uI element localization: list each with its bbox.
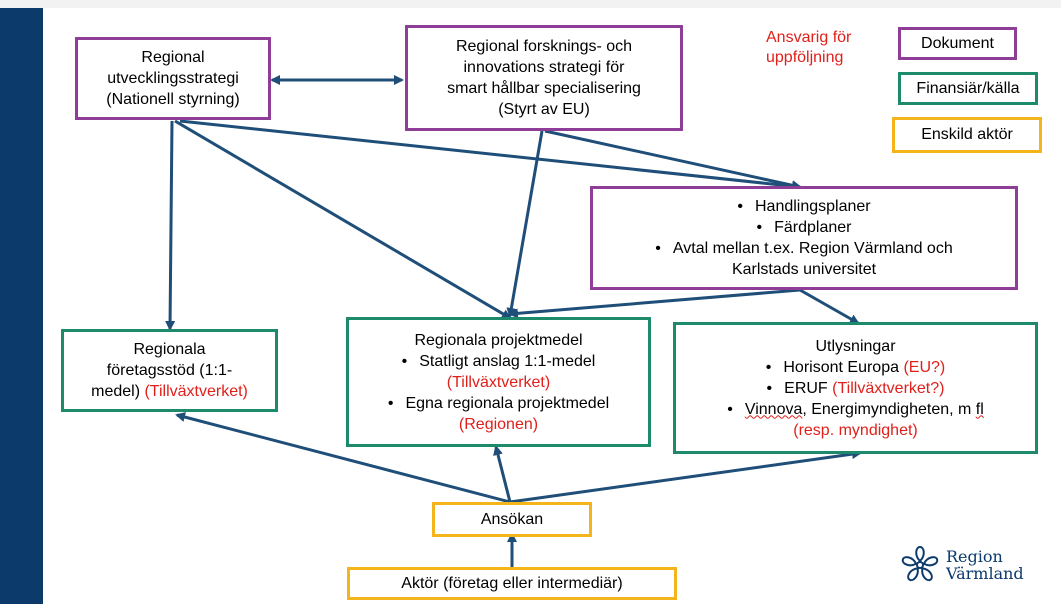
box-regional-project-funds: Regionala projektmedel Statligt anslag 1… — [346, 317, 651, 447]
calls-item-2-responsible: (Tillväxtverket?) — [832, 379, 945, 397]
legend-actor: Enskild aktör — [892, 117, 1042, 153]
arrow-application-project — [493, 445, 512, 503]
support-line2: företagsstöd (1:1- — [106, 362, 233, 379]
project-item-2-responsible: (Regionen) — [458, 415, 539, 433]
calls-item-1-responsible: (EU?) — [903, 358, 946, 376]
legend-financier: Finansiär/källa — [898, 72, 1038, 105]
research-line1: Regional forsknings- och — [455, 38, 633, 55]
plans-item-1: Handlingsplaner — [737, 196, 871, 217]
arrow-strategy-support — [165, 120, 176, 331]
box-calls: Utlysningar Horisont Europa (EU?) ERUF (… — [673, 322, 1038, 454]
arrow-research-plans — [544, 129, 802, 191]
arrow-research-project — [506, 130, 544, 318]
calls-item-2: ERUF (Tillväxtverket?) — [767, 378, 945, 399]
calls-item-3-fl: fl — [975, 400, 984, 418]
box-regional-business-support: Regionala företagsstöd (1:1- medel) (Til… — [61, 329, 278, 412]
calls-item-1: Horisont Europa (EU?) — [766, 357, 945, 378]
box-regional-development-strategy: Regional utvecklingsstrategi (Nationell … — [75, 37, 271, 120]
arrow-strategy-plans — [179, 119, 802, 192]
calls-item-3-vinnova: Vinnova — [744, 400, 803, 418]
research-line2: innovations strategi för — [463, 59, 625, 76]
plans-item-3: Avtal mellan t.ex. Region Värmland och — [655, 238, 953, 259]
legend-responsible: Ansvarig för uppföljning — [766, 29, 852, 66]
strategy-line3: (Nationell styrning) — [106, 91, 240, 108]
plans-item-3-cont: Karlstads universitet — [731, 261, 877, 278]
arrow-plans-calls — [799, 288, 860, 325]
logo-text: Region Värmland — [946, 548, 1024, 582]
legend-document: Dokument — [898, 27, 1017, 60]
support-line3-wrap: medel) (Tillväxtverket) — [91, 381, 248, 402]
logo-line1: Region — [946, 547, 1003, 566]
strategy-line1: Regional — [141, 49, 205, 66]
top-bar — [0, 0, 1061, 8]
box-actor: Aktör (företag eller intermediär) — [347, 567, 677, 600]
legend-financier-label: Finansiär/källa — [916, 79, 1020, 97]
project-item-1-responsible: (Tillväxtverket) — [446, 373, 551, 391]
legend-actor-label: Enskild aktör — [921, 126, 1013, 143]
application-label: Ansökan — [480, 511, 544, 528]
project-item-1: Statligt anslag 1:1-medel — [402, 351, 595, 372]
calls-item-1-label: Horisont Europa — [783, 358, 899, 376]
arrow-strategy-project — [174, 119, 512, 320]
calls-item-3-responsible: (resp. myndighet) — [793, 421, 918, 439]
project-title: Regionala projektmedel — [414, 331, 583, 349]
research-line3: smart hållbar specialisering — [447, 80, 641, 97]
left-accent-bar — [0, 8, 43, 604]
actor-label: Aktör (företag eller intermediär) — [401, 575, 623, 592]
support-line3: medel) — [91, 383, 141, 400]
box-research-innovation-strategy: Regional forsknings- och innovations str… — [405, 25, 683, 131]
support-line1: Regionala — [133, 341, 206, 358]
support-responsible: (Tillväxtverket) — [144, 383, 248, 400]
arrow-plans-project — [508, 288, 801, 319]
arrow-application-calls — [509, 449, 862, 504]
box-application: Ansökan — [432, 502, 592, 537]
logo-line2: Värmland — [946, 564, 1024, 583]
flower-logo-icon — [901, 545, 939, 582]
strategy-line2: utvecklingsstrategi — [107, 70, 239, 87]
project-item-2: Egna regionala projektmedel — [388, 393, 609, 414]
arrow-application-support — [175, 412, 511, 504]
research-line4: (Styrt av EU) — [498, 101, 590, 118]
plans-item-2: Färdplaner — [757, 217, 851, 238]
legend-document-label: Dokument — [921, 34, 994, 52]
region-varmland-logo: Region Värmland — [900, 545, 1024, 585]
calls-item-3-middle: , Energimyndigheten, m — [802, 400, 976, 418]
calls-item-3: Vinnova, Energimyndigheten, m fl — [727, 399, 984, 420]
calls-item-2-label: ERUF — [784, 379, 828, 397]
calls-title: Utlysningar — [815, 337, 896, 355]
box-action-plans: Handlingsplaner Färdplaner Avtal mellan … — [590, 186, 1018, 290]
